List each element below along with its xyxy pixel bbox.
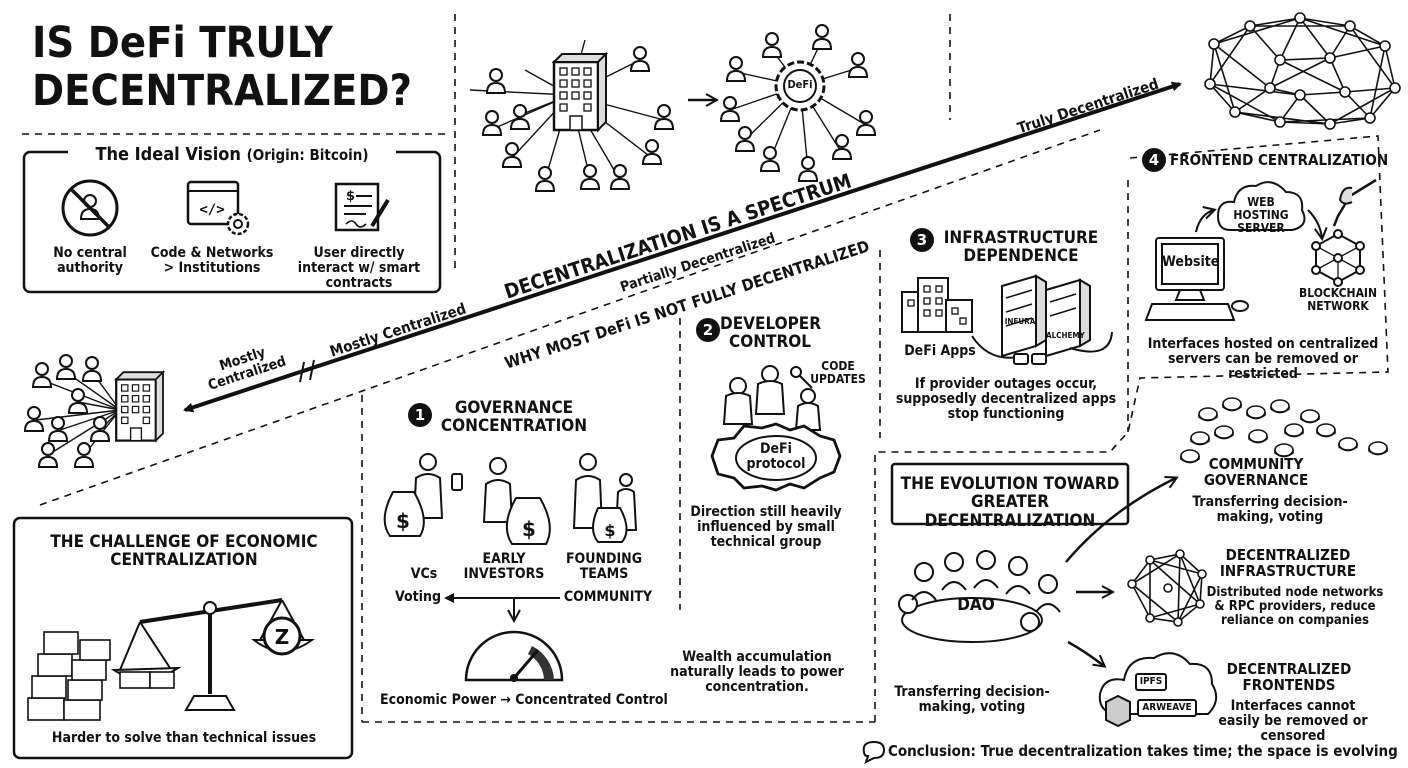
page-title-line2: DECENTRALIZED? xyxy=(32,66,412,116)
provider-alchemy-label: ALCHEMY xyxy=(1046,331,1085,340)
ideal-item-code-networks: Code & Networks > Institutions xyxy=(150,245,274,277)
factor-4-badge: 4 xyxy=(1142,148,1166,172)
code-gear-icon: </> xyxy=(186,180,250,236)
community-governance-desc: Transferring decision-making, voting xyxy=(1192,494,1348,526)
defi-hub-illustration xyxy=(720,24,876,182)
speech-bubble-icon xyxy=(862,740,886,764)
mostly-centralized-illustration xyxy=(24,354,165,468)
wealth-note: Wealth accumulation naturally leads to p… xyxy=(670,649,844,696)
dao-table-illustration xyxy=(898,550,1061,643)
infrastructure-note: If provider outages occur, supposedly de… xyxy=(895,376,1117,423)
svg-text:$: $ xyxy=(522,517,536,541)
economic-title: THE CHALLENGE OF ECONOMIC CENTRALIZATION xyxy=(50,532,318,571)
svg-text:</>: </> xyxy=(199,202,224,218)
svg-text:Z: Z xyxy=(275,625,290,649)
frontend-hosting-illustration xyxy=(1144,178,1377,321)
svg-text:$: $ xyxy=(396,509,410,533)
centralized-hub-illustration xyxy=(469,39,674,192)
svg-text:$: $ xyxy=(346,189,355,204)
blockchain-network-label: BLOCKCHAIN NETWORK xyxy=(1299,286,1377,313)
infrastructure-servers-illustration xyxy=(901,274,1113,365)
code-updates-label: CODE UPDATES xyxy=(810,359,866,386)
factor-2-badge: 2 xyxy=(696,318,720,342)
conclusion-text: Conclusion: True decentralization takes … xyxy=(888,742,1398,760)
defi-protocol-label: DeFi protocol xyxy=(746,441,806,473)
website-label: Website xyxy=(1162,254,1220,270)
no-authority-icon xyxy=(61,179,119,237)
decentralized-infrastructure-desc: Distributed node networks & RPC provider… xyxy=(1206,585,1384,629)
frontend-note: Interfaces hosted on centralized servers… xyxy=(1147,336,1379,383)
economic-footer: Harder to solve than technical issues xyxy=(51,730,317,746)
group-vcs: VCs xyxy=(410,566,438,582)
ipfs-tag: IPFS xyxy=(1139,676,1163,687)
decentralized-infra-network-icon xyxy=(1127,549,1207,627)
developer-gear-illustration xyxy=(710,365,842,492)
decentralized-frontends-title: DECENTRALIZED FRONTENDS xyxy=(1226,660,1352,695)
infrastructure-title: INFRASTRUCTURE DEPENDENCE xyxy=(943,228,1099,267)
svg-text:$: $ xyxy=(604,521,615,540)
dao-label: DAO xyxy=(957,595,995,615)
governance-stakeholders-illustration: $ $ $ xyxy=(383,453,638,545)
page-title-line1: IS DeFi TRULY xyxy=(32,18,333,68)
ideal-vision-heading: The Ideal Vision (Origin: Bitcoin) xyxy=(95,144,369,165)
gauge-caption: Economic Power → Concentrated Control xyxy=(380,692,668,708)
developer-control-title: DEVELOPER CONTROL xyxy=(720,314,822,353)
dao-caption: Transferring decision-making, voting xyxy=(894,684,1050,716)
frontend-title: FRONTEND CENTRALIZATION xyxy=(1170,151,1389,169)
web-hosting-server-label: WEB HOSTING SERVER xyxy=(1233,195,1289,235)
community-label: COMMUNITY xyxy=(563,589,653,605)
voting-label: Voting xyxy=(395,589,441,605)
factor-3-badge: 3 xyxy=(910,228,934,252)
defi-apps-label: DeFi Apps xyxy=(904,343,976,359)
factor-1-badge: 1 xyxy=(408,403,432,427)
evolution-title: THE EVOLUTION TOWARD GREATER DECENTRALIZ… xyxy=(900,474,1120,531)
group-early-investors: EARLY INVESTORS xyxy=(463,551,545,583)
decentralized-network-illustration xyxy=(1204,12,1401,130)
ideal-item-smart-contracts: User directly interact w/ smart contract… xyxy=(297,245,421,292)
ideal-item-no-authority: No central authority xyxy=(53,245,127,277)
group-founding-teams: FOUNDING TEAMS xyxy=(565,551,643,583)
provider-infura-label: INFURA xyxy=(1004,317,1036,326)
economic-scale-illustration: Z xyxy=(27,598,316,721)
developer-note: Direction still heavily influenced by sm… xyxy=(690,504,842,551)
decentralized-infrastructure-title: DECENTRALIZED INFRASTRUCTURE xyxy=(1219,546,1357,581)
governance-title: GOVERNANCE CONCENTRATION xyxy=(440,398,588,437)
power-gauge-icon xyxy=(464,630,564,682)
defi-gear-label: DeFi xyxy=(787,78,813,91)
community-governance-title: COMMUNITY GOVERNANCE xyxy=(1203,455,1309,490)
contract-scroll-icon: $ xyxy=(334,182,390,232)
coins-cluster-illustration xyxy=(1180,397,1388,464)
decentralized-frontends-desc: Interfaces cannot easily be removed or c… xyxy=(1218,698,1368,745)
arweave-tag: ARWEAVE xyxy=(1142,702,1192,713)
storage-cloud-illustration xyxy=(1098,652,1218,728)
